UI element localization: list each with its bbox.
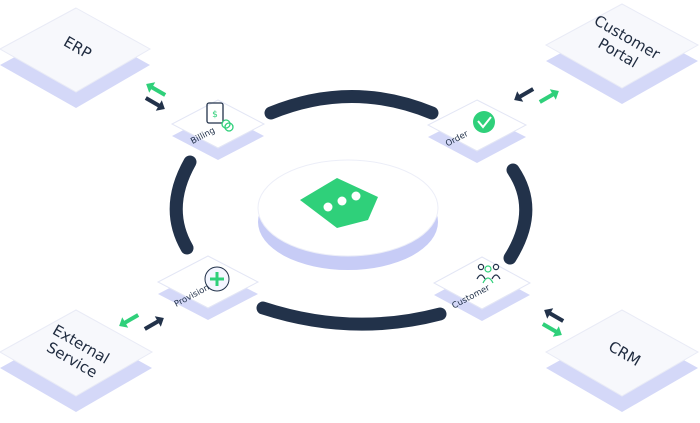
people-icon (476, 263, 501, 284)
crm-node: CRM (544, 309, 700, 412)
arrows-erp (144, 82, 167, 111)
order-module: Order (426, 99, 528, 163)
arrows-crm (541, 308, 565, 337)
svg-text:$: $ (212, 110, 218, 120)
chat-bubble-icon (300, 178, 378, 228)
arrows-customer-portal (514, 87, 559, 104)
arrows-external-service (119, 313, 164, 331)
erp-node: ERP (0, 7, 152, 108)
external-service-node: External Service (0, 309, 154, 412)
billing-module: $ Billing (170, 99, 266, 160)
ring-arc-bottom (256, 301, 447, 331)
ring (169, 90, 533, 331)
ring-arc-top (264, 90, 439, 120)
ring-arc-right (503, 163, 533, 265)
plus-circle-icon (204, 266, 230, 292)
ring-arc-left (169, 155, 197, 255)
checkmark-circle-icon (473, 111, 495, 133)
center-hub (257, 159, 439, 270)
provision-module: Provision (156, 255, 260, 320)
customer-module: Customer (432, 256, 532, 321)
invoice-coins-icon: $ (206, 102, 234, 132)
customer-portal-node: Customer Portal (544, 3, 700, 104)
